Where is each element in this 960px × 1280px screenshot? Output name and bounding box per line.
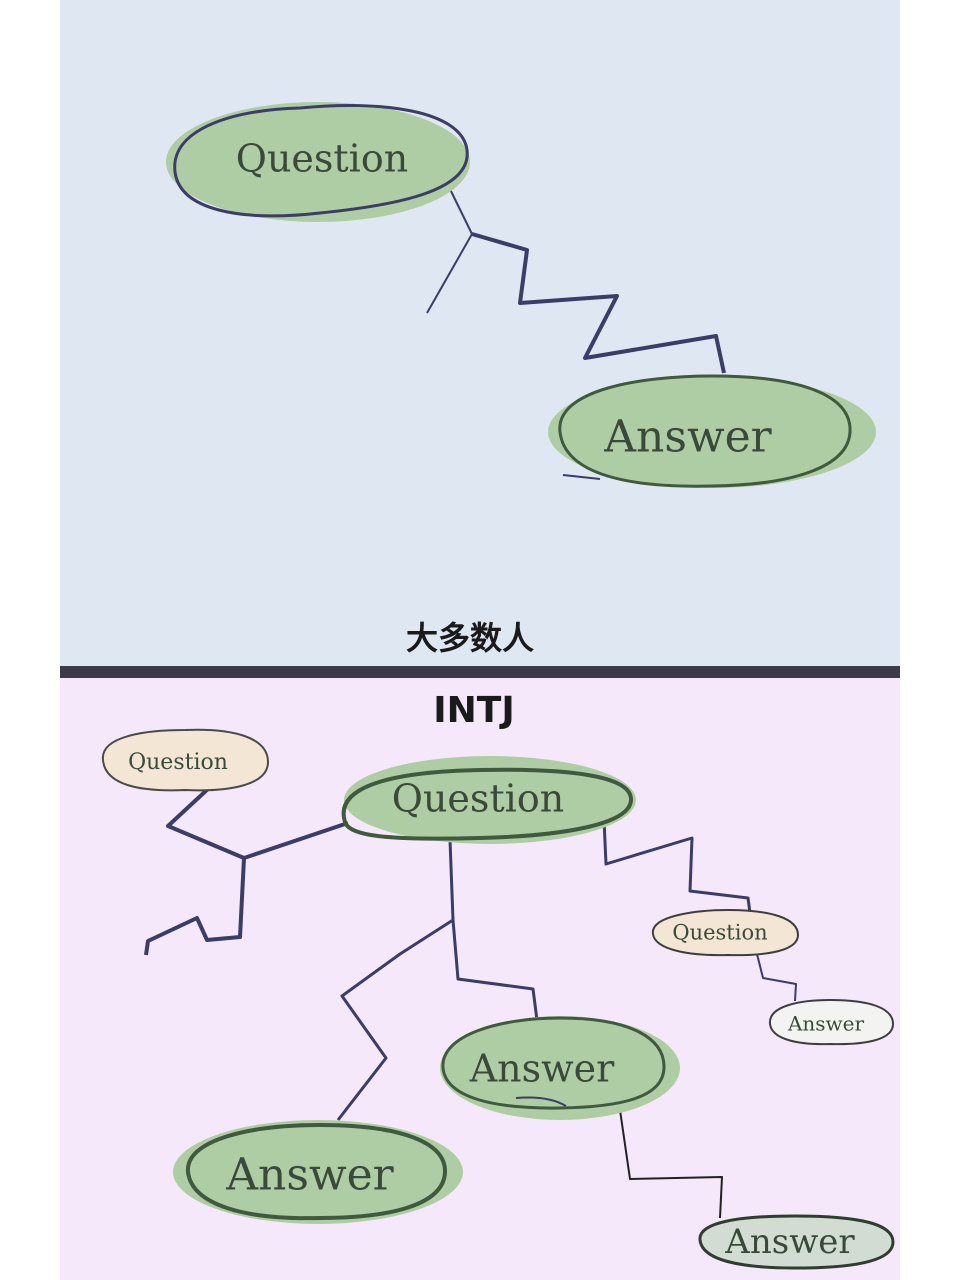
answer-small-right-node: Answer [768, 998, 895, 1046]
node-outline [101, 728, 270, 792]
node-outline [185, 1122, 448, 1221]
node-outline [698, 1214, 895, 1270]
main-question-node: Question [341, 756, 636, 844]
node-fill [440, 1016, 680, 1120]
node-outline [651, 908, 800, 957]
node-outline [768, 998, 895, 1046]
lower-left-connector [336, 918, 454, 1121]
answer-bottom-left-node: Answer [173, 1120, 463, 1224]
left-zigzag-connector [144, 786, 246, 956]
bottom-diagram: INTJ Question Question Question Answer [101, 690, 895, 1270]
top-diagram: Question Answer 大多数人 [166, 102, 876, 657]
node-outline [173, 103, 469, 218]
side-question-right-label: Question [672, 921, 767, 945]
answer-center-node: Answer [440, 1016, 680, 1120]
right-zigzag-connector [602, 819, 752, 914]
node-outline [441, 1016, 666, 1110]
node-fill [166, 102, 470, 222]
main-question-label: Question [392, 777, 564, 821]
node-fill [173, 1120, 463, 1224]
side-question-right-node: Question [651, 908, 800, 957]
left-branch-connector [243, 821, 349, 860]
top-question-node: Question [166, 102, 470, 222]
top-answer-node: Answer [548, 374, 876, 488]
bottom-caption: INTJ [433, 690, 514, 731]
node-fill [344, 756, 636, 844]
center-down-connector [448, 839, 539, 1021]
node-tail-stroke [515, 1096, 567, 1107]
side-question-left-label: Question [128, 750, 228, 775]
node-outline [341, 767, 634, 841]
top-panel [60, 0, 900, 672]
answer-small-right-label: Answer [787, 1012, 865, 1036]
small-right-connector [756, 953, 797, 1002]
answer-bottom-right-node: Answer [698, 1214, 895, 1270]
side-question-left-node: Question [101, 728, 270, 792]
panel-divider [60, 666, 900, 678]
answer-center-label: Answer [469, 1047, 615, 1091]
answer-bottom-right-label: Answer [724, 1222, 855, 1262]
zigzag-connector [471, 232, 726, 374]
top-question-label: Question [236, 137, 408, 181]
top-answer-label: Answer [603, 412, 772, 463]
node-fill [548, 376, 876, 488]
top-caption: 大多数人 [406, 619, 534, 657]
node-outline [558, 374, 852, 488]
lower-right-connector [619, 1109, 723, 1219]
node-tail-stroke [562, 474, 601, 480]
answer-bottom-left-label: Answer [225, 1150, 394, 1201]
